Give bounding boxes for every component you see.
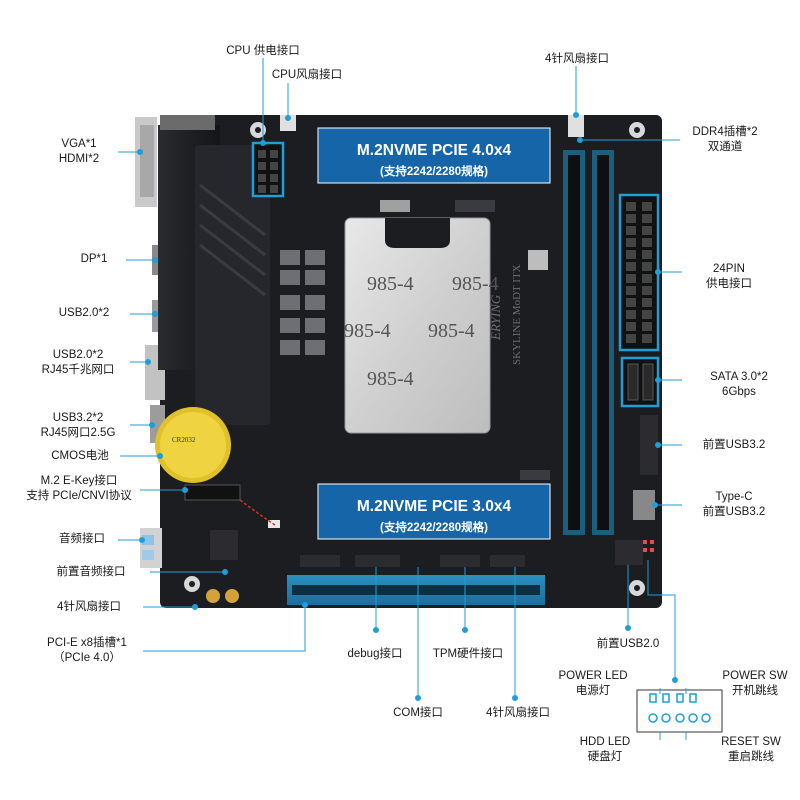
svg-text:M.2NVME PCIE 3.0x4: M.2NVME PCIE 3.0x4 (357, 498, 512, 515)
watermark-text: 985-4 (428, 320, 475, 342)
m2-ekey-slot (184, 484, 241, 501)
svg-text:(支持2242/2280规格): (支持2242/2280规格) (380, 520, 488, 534)
audio-header (210, 530, 238, 560)
label-usb20-a: USB2.0*2 (58, 307, 110, 319)
cmos-battery: CR2032 (155, 407, 231, 483)
label-fan4-left: 4针风扇接口 (57, 601, 121, 613)
label-pcie: PCI-E x8插槽*1（PCIe 4.0） (47, 637, 127, 664)
watermark-text: 985-4 (367, 368, 414, 390)
watermark: 985-4 985-4 985-4 985-4 985-4 (344, 273, 499, 390)
label-front-audio: 前置音频接口 (56, 566, 126, 578)
svg-text:(支持2242/2280规格): (支持2242/2280规格) (380, 164, 488, 178)
watermark-text: 985-4 (452, 273, 499, 295)
watermark-text: 985-4 (367, 273, 414, 295)
leader-lines (118, 58, 687, 740)
label-fan4-top: 4针风扇接口 (545, 53, 609, 65)
label-tpm: TPM硬件接口 (432, 648, 504, 660)
atx-24pin-pins (626, 202, 652, 343)
label-cpu-fan: CPU风扇接口 (271, 69, 343, 81)
vrm-chokes (280, 250, 325, 355)
ddr4-slots (563, 150, 614, 535)
svg-text:M.2NVME PCIE 4.0x4: M.2NVME PCIE 4.0x4 (357, 142, 512, 159)
typec-header (633, 490, 655, 520)
battery-label: CR2032 (172, 436, 196, 444)
label-front-usb20: 前置USB2.0 (596, 638, 660, 650)
m2-label-top: M.2NVME PCIE 4.0x4 (支持2242/2280规格) (317, 127, 551, 184)
watermark-text: 985-4 (344, 320, 391, 342)
rear-io (135, 117, 165, 568)
label-cmos: CMOS电池 (51, 450, 109, 462)
bottom-headers (300, 555, 525, 567)
top-fan-header (568, 115, 584, 137)
front-usb32-header (640, 415, 658, 475)
label-dp: DP*1 (80, 253, 108, 265)
m2-label-bottom: M.2NVME PCIE 3.0x4 (支持2242/2280规格) (317, 483, 551, 540)
model-print: SKYLINE MoDT ITX (511, 264, 523, 365)
label-m2-ekey: M.2 E-Key接口支持 PCIe/CNVI协议 (26, 475, 132, 502)
label-com: COM接口 (393, 707, 443, 719)
atx-24pin-connector (618, 193, 660, 352)
label-audio: 音频接口 (59, 533, 105, 545)
cpu-fan-header (280, 115, 296, 131)
front-panel-pin-diagram (636, 689, 723, 733)
cpu-power-connector (251, 141, 285, 198)
vrm-heatsink (158, 115, 270, 425)
label-front-usb32: 前置USB3.2 (702, 439, 766, 451)
front-usb20-header (615, 540, 643, 565)
capacitors (206, 589, 239, 603)
brand-print: ERYING (488, 294, 503, 341)
label-fan4-bottom: 4针风扇接口 (486, 707, 550, 719)
label-cpu-power: CPU 供电接口 (226, 45, 300, 57)
mounting-holes (184, 122, 645, 596)
label-debug: debug接口 (347, 648, 403, 660)
